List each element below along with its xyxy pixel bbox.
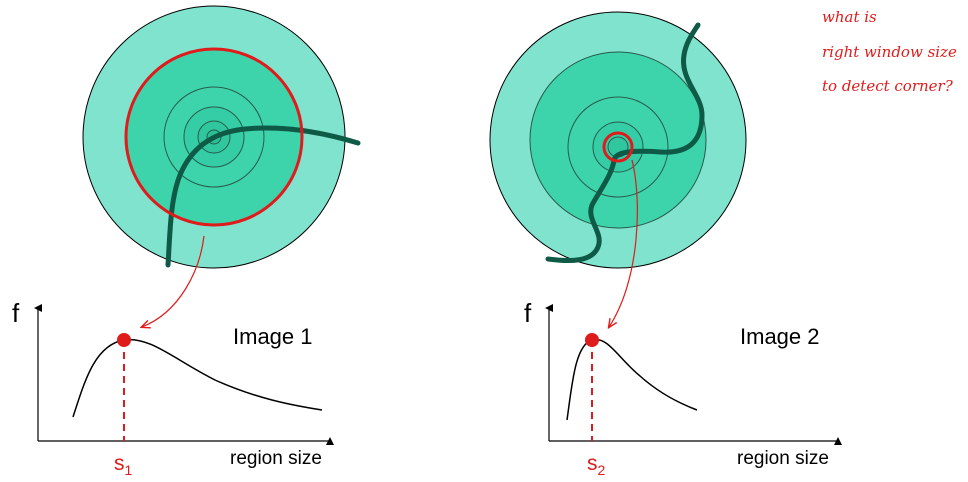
- selected-window-circle: [124, 47, 304, 227]
- blob-image-1: [82, 5, 361, 269]
- y-axis-label: f: [524, 298, 532, 328]
- peak-marker: [585, 333, 599, 347]
- arrow-to-peak-1: [142, 235, 205, 327]
- corner-curve: [165, 125, 361, 268]
- note-line-2: right window size: [822, 43, 957, 61]
- ring-3: [163, 86, 265, 188]
- x-axis-label: region size: [230, 448, 322, 469]
- scale-label: s2: [587, 452, 606, 478]
- image-label: Image 2: [740, 324, 820, 349]
- response-curve: [566, 338, 698, 421]
- arrow-to-peak-2: [609, 159, 638, 327]
- plot-image-1: f Image 1 region size s1: [12, 298, 334, 478]
- handwritten-note: what is right window size to detect corn…: [822, 8, 957, 95]
- image-label: Image 1: [233, 324, 313, 349]
- note-line-3: to detect corner?: [822, 77, 954, 95]
- note-line-1: what is: [822, 8, 877, 26]
- y-axis-label: f: [12, 298, 20, 328]
- blob-image-2: [489, 11, 747, 269]
- ring-3: [567, 96, 669, 198]
- plot-image-2: f Image 2 region size s2: [524, 298, 842, 478]
- x-axis-label: region size: [737, 448, 829, 469]
- scale-label: s1: [114, 452, 133, 478]
- peak-marker: [117, 333, 131, 347]
- selected-window-circle: [602, 131, 634, 163]
- response-curve: [72, 338, 323, 418]
